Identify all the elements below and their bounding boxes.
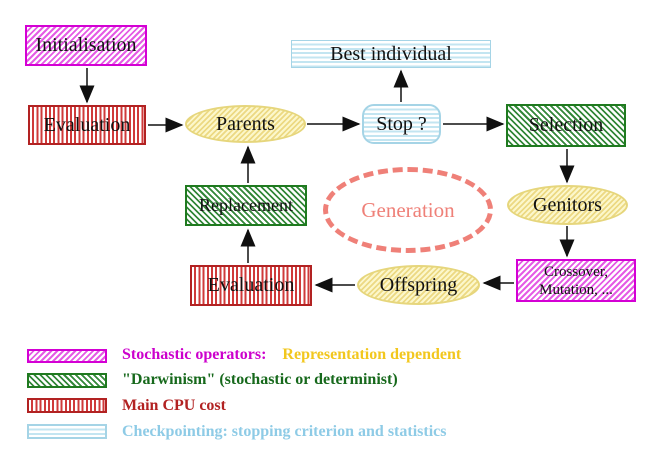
node-initialisation-label: Initialisation bbox=[35, 34, 137, 56]
node-parents: Parents bbox=[185, 105, 306, 143]
node-crossover-mutation: Crossover, Mutation, ... bbox=[516, 259, 636, 302]
node-evaluation-bottom: Evaluation bbox=[190, 265, 312, 306]
legend-cpu-text: Main CPU cost bbox=[122, 397, 226, 414]
node-best-individual-label: Best individual bbox=[330, 42, 452, 65]
legend-darwinism-text: "Darwinism" (stochastic or determinist) bbox=[122, 371, 398, 388]
node-crossover-line2: Mutation, ... bbox=[539, 281, 613, 298]
generation-label: Generation bbox=[361, 197, 455, 222]
node-stop: Stop ? bbox=[362, 104, 441, 144]
node-initialisation: Initialisation bbox=[25, 25, 147, 66]
legend-swatch-stochastic bbox=[27, 349, 107, 363]
node-offspring: Offspring bbox=[357, 265, 480, 305]
node-evaluation-top: Evaluation bbox=[28, 105, 146, 145]
legend-swatch-checkpointing bbox=[27, 424, 107, 439]
node-evaluation-top-label: Evaluation bbox=[43, 113, 131, 136]
legend-row-stochastic: Stochastic operators: Representation dep… bbox=[122, 346, 461, 364]
node-offspring-label: Offspring bbox=[379, 273, 458, 296]
generation-loop-ellipse: Generation bbox=[323, 167, 493, 253]
node-selection: Selection bbox=[506, 104, 626, 147]
node-genitors: Genitors bbox=[507, 185, 628, 225]
node-genitors-label: Genitors bbox=[533, 193, 602, 216]
legend-checkpointing-text: Checkpointing: stopping criterion and st… bbox=[122, 423, 447, 440]
node-stop-label: Stop ? bbox=[376, 112, 427, 135]
legend-stochastic-text: Stochastic operators: bbox=[122, 346, 267, 363]
node-replacement-label: Replacement bbox=[199, 195, 293, 215]
legend-swatch-cpu bbox=[27, 398, 107, 413]
node-crossover-line1: Crossover, bbox=[544, 263, 608, 280]
node-replacement: Replacement bbox=[185, 185, 307, 226]
node-evaluation-bottom-label: Evaluation bbox=[207, 274, 295, 296]
legend-representation-text: Representation dependent bbox=[282, 346, 462, 363]
node-best-individual: Best individual bbox=[291, 40, 491, 68]
node-selection-label: Selection bbox=[528, 114, 604, 136]
node-parents-label: Parents bbox=[216, 112, 275, 135]
legend-swatch-darwinism bbox=[27, 373, 107, 388]
